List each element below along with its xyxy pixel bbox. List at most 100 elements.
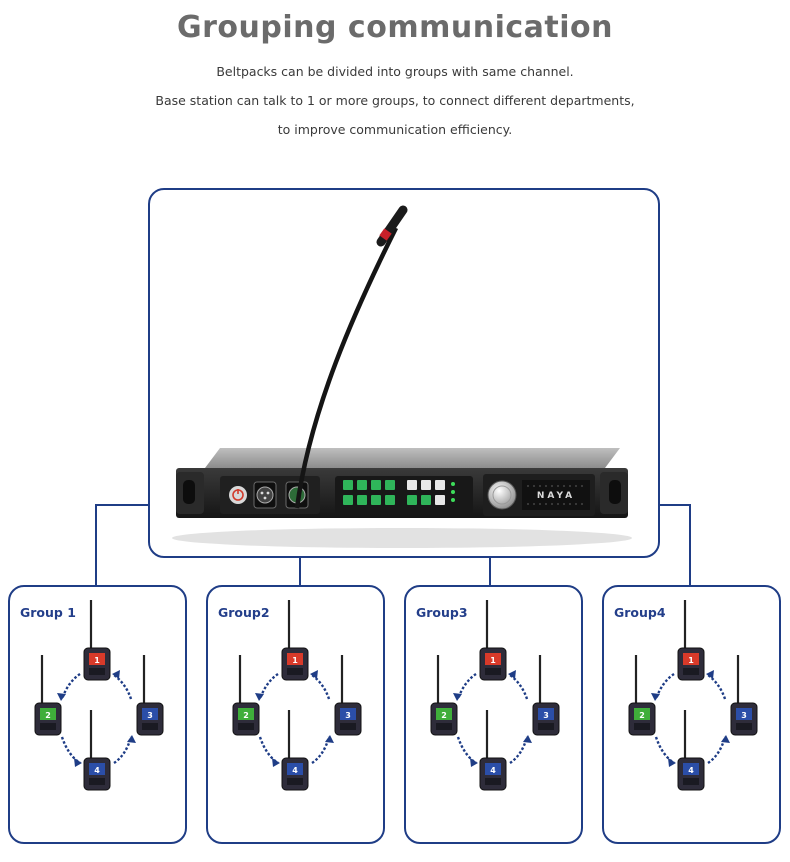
subtitle-line-1: Beltpacks can be divided into groups wit… bbox=[216, 64, 574, 79]
brand-logo: NAYA bbox=[537, 491, 575, 501]
rotate-arrow-icon bbox=[707, 674, 727, 700]
beltpack-screen bbox=[89, 763, 105, 775]
group-label: Group4 bbox=[614, 605, 666, 620]
beltpack-screen bbox=[485, 763, 501, 775]
beltpack-keypad bbox=[287, 668, 303, 675]
beltpack-number: 1 bbox=[688, 656, 694, 665]
device-top-face bbox=[205, 448, 620, 468]
beltpack-keypad bbox=[89, 778, 105, 785]
beltpack-number: 2 bbox=[45, 711, 51, 720]
group-2-panel: Group2 1 2 3 4 bbox=[206, 585, 385, 844]
beltpack-keypad bbox=[634, 723, 650, 730]
beltpack-number: 4 bbox=[688, 766, 694, 775]
beltpack-screen bbox=[436, 708, 452, 720]
beltpack-screen bbox=[485, 653, 501, 665]
beltpack-keypad bbox=[287, 778, 303, 785]
beltpack-icon: 2 bbox=[34, 655, 62, 736]
beltpack-icon: 1 bbox=[281, 600, 309, 681]
beltpack-screen bbox=[287, 763, 303, 775]
microphone-icon bbox=[294, 205, 408, 509]
beltpack-screen bbox=[142, 708, 158, 720]
rotate-arrow-icon bbox=[113, 674, 133, 700]
beltpack-number: 3 bbox=[345, 711, 351, 720]
arrow-head bbox=[668, 758, 676, 767]
xlr-connector-icon bbox=[253, 481, 277, 509]
beltpack-number: 2 bbox=[441, 711, 447, 720]
arrow-head bbox=[721, 735, 730, 743]
beltpack-keypad bbox=[485, 778, 501, 785]
beltpack-number: 3 bbox=[741, 711, 747, 720]
arrow-head bbox=[706, 670, 714, 679]
beltpack-icon: 3 bbox=[730, 655, 758, 736]
channel-keys bbox=[343, 480, 395, 505]
arrow-head bbox=[127, 735, 136, 743]
group-diagram: 1 2 3 4 bbox=[628, 600, 758, 791]
arrow-head bbox=[112, 670, 120, 679]
beltpack-screen bbox=[683, 653, 699, 665]
beltpack-icon: 1 bbox=[83, 600, 111, 681]
beltpack-screen bbox=[40, 708, 56, 720]
beltpack-number: 3 bbox=[147, 711, 153, 720]
beltpack-icon: 2 bbox=[232, 655, 260, 736]
beltpack-keypad bbox=[40, 723, 56, 730]
group-label: Group3 bbox=[416, 605, 468, 620]
beltpack-icon: 2 bbox=[430, 655, 458, 736]
beltpack-keypad bbox=[485, 668, 501, 675]
subtitle-line-3: to improve communication efficiency. bbox=[277, 122, 513, 137]
rotate-arrow-icon bbox=[311, 674, 331, 700]
function-keys bbox=[407, 480, 455, 505]
beltpack-keypad bbox=[736, 723, 752, 730]
beltpack-keypad bbox=[238, 723, 254, 730]
beltpack-icon: 3 bbox=[136, 655, 164, 736]
beltpack-keypad bbox=[142, 723, 158, 730]
beltpack-number: 4 bbox=[292, 766, 298, 775]
volume-knob-icon bbox=[487, 480, 517, 510]
group-label: Group2 bbox=[218, 605, 270, 620]
arrow-head bbox=[470, 758, 478, 767]
beltpack-icon: 4 bbox=[83, 710, 111, 791]
beltpack-icon: 2 bbox=[628, 655, 656, 736]
arrow-head bbox=[651, 693, 660, 701]
group-diagram: 1 2 3 4 bbox=[232, 600, 362, 791]
group-label: Group 1 bbox=[20, 605, 76, 620]
arrow-head bbox=[272, 758, 280, 767]
beltpack-screen bbox=[683, 763, 699, 775]
arrow-head bbox=[310, 670, 318, 679]
beltpack-icon: 3 bbox=[334, 655, 362, 736]
beltpack-number: 1 bbox=[490, 656, 496, 665]
beltpack-icon: 4 bbox=[479, 710, 507, 791]
arrow-head bbox=[57, 693, 66, 701]
beltpack-number: 1 bbox=[94, 656, 100, 665]
beltpack-keypad bbox=[683, 668, 699, 675]
beltpack-screen bbox=[89, 653, 105, 665]
group-1-panel: Group 1 1 2 3 4 bbox=[8, 585, 187, 844]
beltpack-screen bbox=[538, 708, 554, 720]
arrow-head bbox=[453, 693, 462, 701]
beltpack-number: 4 bbox=[94, 766, 100, 775]
beltpack-number: 1 bbox=[292, 656, 298, 665]
rotate-arrow-icon bbox=[509, 674, 529, 700]
beltpack-icon: 3 bbox=[532, 655, 560, 736]
arrow-head bbox=[325, 735, 334, 743]
power-icon bbox=[229, 486, 247, 504]
group-diagram: 1 2 3 4 bbox=[430, 600, 560, 791]
group-4-panel: Group4 1 2 3 4 bbox=[602, 585, 781, 844]
rotate-arrow-icon bbox=[654, 736, 675, 764]
arrow-head bbox=[255, 693, 264, 701]
rotate-arrow-icon bbox=[258, 736, 279, 764]
group-3-panel: Group3 1 2 3 4 bbox=[404, 585, 583, 844]
beltpack-icon: 4 bbox=[281, 710, 309, 791]
group-diagram: 1 2 3 4 bbox=[34, 600, 164, 791]
beltpack-keypad bbox=[89, 668, 105, 675]
beltpack-number: 2 bbox=[243, 711, 249, 720]
beltpack-icon: 1 bbox=[479, 600, 507, 681]
beltpack-number: 3 bbox=[543, 711, 549, 720]
beltpack-screen bbox=[634, 708, 650, 720]
rotate-arrow-icon bbox=[456, 736, 477, 764]
page-title: Grouping communication bbox=[177, 10, 613, 45]
arrow-head bbox=[74, 758, 82, 767]
rotate-arrow-icon bbox=[60, 736, 81, 764]
beltpack-keypad bbox=[683, 778, 699, 785]
beltpack-number: 4 bbox=[490, 766, 496, 775]
